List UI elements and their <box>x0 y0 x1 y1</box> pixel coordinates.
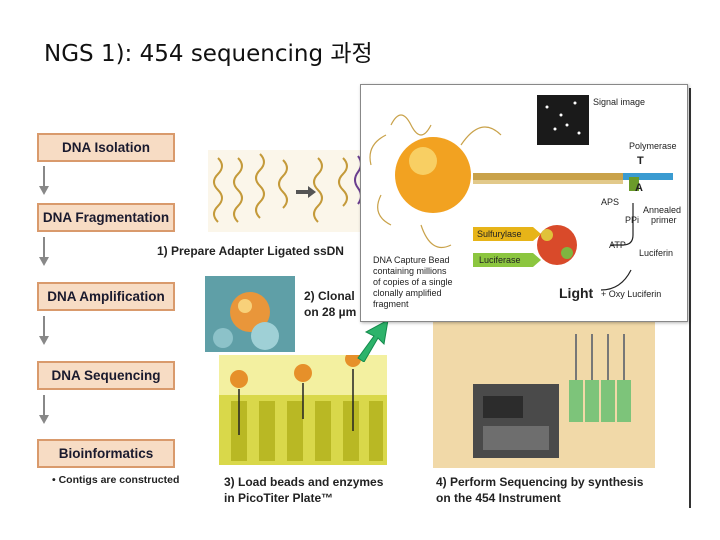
label-base-a: A <box>635 182 643 194</box>
bead-desc-line: clonally amplified <box>373 288 442 298</box>
label-ppi: PPi <box>625 215 640 225</box>
label-atp: ATP <box>609 240 626 250</box>
slide-title: NGS 1): 454 sequencing 과정 <box>44 41 373 67</box>
down-arrow-icon <box>39 395 49 424</box>
pyrosequencing-graphic <box>369 95 673 291</box>
label-aps: APS <box>601 197 620 207</box>
down-arrow-icon <box>39 316 49 345</box>
right-divider <box>689 88 691 508</box>
label-luciferase: Luciferase <box>479 255 521 265</box>
label-sulfurylase: Sulfurylase <box>477 229 522 239</box>
clonal-bead-illustration <box>205 276 295 352</box>
caption-step2-line2: on 28 µm <box>304 305 357 319</box>
bullet-contigs: • Contigs are constructed <box>52 474 180 486</box>
label-primer: primer <box>651 215 677 225</box>
label-annealed: Annealed <box>643 205 682 215</box>
caption-step2-line1: 2) Clonal <box>304 289 355 303</box>
step-bioinformatics: Bioinformatics <box>37 439 175 468</box>
down-arrow-icon <box>39 166 49 195</box>
caption-step4-line1: 4) Perform Sequencing by synthesis <box>436 475 644 489</box>
label-signal-image: Signal image <box>593 97 646 107</box>
label-polymerase: Polymerase <box>629 141 677 151</box>
bullet-text: Contigs are constructed <box>58 474 180 486</box>
bead-desc-line: of copies of a single <box>373 277 453 287</box>
step-dna-fragmentation: DNA Fragmentation <box>37 203 175 232</box>
caption-step4-line2: on the 454 Instrument <box>436 491 561 505</box>
caption-step1: 1) Prepare Adapter Ligated ssDN <box>157 244 344 258</box>
bead-desc-line: fragment <box>373 299 409 309</box>
bead-desc-line: DNA Capture Bead <box>373 255 450 265</box>
bead-desc-line: containing millions <box>373 266 447 276</box>
down-arrow-icon <box>39 237 49 266</box>
pointer-arrow-icon <box>357 319 389 362</box>
caption-step3-line2: in PicoTiter Plate™ <box>224 491 334 505</box>
pyrosequencing-inset: Signal image Polymerase A T APS PPi Anne… <box>360 84 688 322</box>
label-base-t: T <box>637 155 644 167</box>
label-luciferin: Luciferin <box>639 248 674 258</box>
label-light: Light <box>559 285 594 301</box>
picotiter-plate-illustration <box>219 355 387 465</box>
caption-step3-line1: 3) Load beads and enzymes <box>224 475 384 489</box>
step-dna-sequencing: DNA Sequencing <box>37 361 175 390</box>
454-instrument-illustration <box>433 314 655 468</box>
step-dna-isolation: DNA Isolation <box>37 133 175 162</box>
label-oxy-luciferin: + Oxy Luciferin <box>601 289 662 299</box>
step-dna-amplification: DNA Amplification <box>37 282 175 311</box>
dna-fragments-illustration <box>208 150 368 232</box>
bead-description: DNA Capture Bead containing millions of … <box>373 255 453 310</box>
